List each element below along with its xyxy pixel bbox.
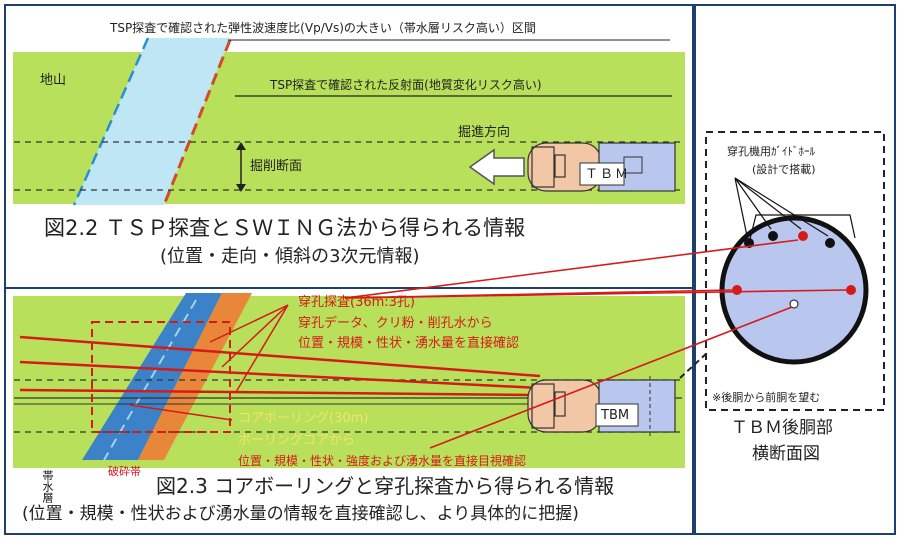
bottom-tbm-slot [554, 391, 566, 417]
drill-label-pointer-2 [221, 304, 289, 368]
bottom-caption-title: 図2.3 コアボーリングと穿孔探査から得られる情報 [156, 474, 615, 498]
bottom-tbm-label: TBM [601, 408, 630, 423]
top-tbm-step [623, 156, 643, 174]
core-label-pointer [129, 404, 233, 421]
drill-hole-3 [19, 388, 541, 397]
top-section-arrowhead-up [236, 142, 246, 150]
core-check-label: 位置・規模・性状・強度および湧水量を直接目視確認 [238, 454, 527, 468]
drill-hole-1 [19, 335, 541, 378]
top-reflection-plane [162, 39, 232, 206]
guide-hole-2 [768, 231, 778, 241]
tbm-link-dashed [679, 351, 709, 379]
bottom-aquifer-hidden-line [103, 299, 197, 461]
direction-label: 掘進方向 [458, 125, 511, 140]
bottom-drawing [13, 293, 685, 468]
view-note-label: ※後胴から前胴を望む [712, 391, 821, 404]
top-section-arrowhead-down [236, 184, 246, 192]
cross-section-title-1: ＴＢＭ後胴部 [731, 418, 833, 438]
guide-hole-sub-label: (設計で搭載) [752, 163, 816, 176]
drill-label-pointer-1 [209, 304, 289, 343]
top-tbm-label: ＴＢＭ [585, 167, 631, 182]
guide-pointer-1 [734, 177, 748, 237]
drill-hole-2 [19, 360, 541, 390]
guide-bracket [748, 214, 856, 244]
drill-data-label-2: 位置・規模・性状・湧水量を直接確認 [298, 336, 520, 351]
drill-data-label-1: 穿孔データ、クリ粉・削孔水から [298, 316, 493, 331]
cross-section-dashed-frame [705, 131, 885, 411]
guide-pointer-4 [734, 177, 829, 237]
top-drawing [13, 37, 685, 206]
fracture-label: 破砕帯 [108, 465, 141, 478]
core-label: コアボーリング(30m) [238, 411, 369, 426]
bottom-tbm-ring [531, 383, 555, 429]
drill-arrow-3 [344, 289, 847, 299]
guide-hole-left [732, 285, 742, 295]
reflection-label: TSP探査で確認された反射面(地質変化リスク高い) [270, 78, 542, 92]
top-aquifer-boundary [72, 37, 150, 206]
top-tbm-label-box [579, 162, 625, 186]
guide-hole-right [846, 285, 856, 295]
top-tbm-ring [531, 146, 555, 188]
bottom-fracture-zone [138, 293, 252, 460]
aquifer-label: 帯水層 [41, 470, 54, 503]
bottom-caption-sub: (位置・規模・性状および湧水量の情報を直接確認し、より具体的に把握) [22, 504, 579, 524]
right-drawing [344, 131, 885, 449]
section-label: 掘削断面 [250, 159, 303, 174]
core-boring-box [91, 321, 231, 433]
guide-pointer-2 [734, 177, 772, 230]
top-direction-arrow [468, 148, 525, 186]
drill-label-pointer-3 [235, 304, 289, 393]
top-caption-title: 図2.2 ＴＳＰ探査とＳＷＩＮＧ法から得られる情報 [44, 216, 526, 240]
drill-label: 穿孔探査(36m:3孔) [298, 295, 416, 310]
top-caption-sub: (位置・走向・傾斜の3次元情報) [160, 246, 420, 267]
guide-hole-4 [825, 238, 835, 248]
vp-vs-label: TSP探査で確認された弾性波速度比(Vp/Vs)の大きい（帯水層リスク高い）区間 [110, 21, 536, 35]
bottom-tbm-label-box [595, 403, 639, 427]
guide-pointer-3 [734, 177, 802, 230]
drill-arrow-2 [344, 239, 799, 299]
core-from-label: ボーリングコアから [238, 433, 356, 448]
ground-label: 地山 [40, 73, 67, 88]
core-arrow [429, 306, 793, 449]
cross-section-title-2: 横断面図 [752, 444, 820, 464]
top-aquifer-zone [74, 38, 230, 205]
guide-hole-3 [798, 231, 808, 241]
center-hole [789, 299, 799, 309]
guide-hole-label: 穿孔機用ｶﾞｲﾄﾞﾎｰﾙ [727, 145, 815, 158]
top-tbm-slot [554, 154, 566, 178]
